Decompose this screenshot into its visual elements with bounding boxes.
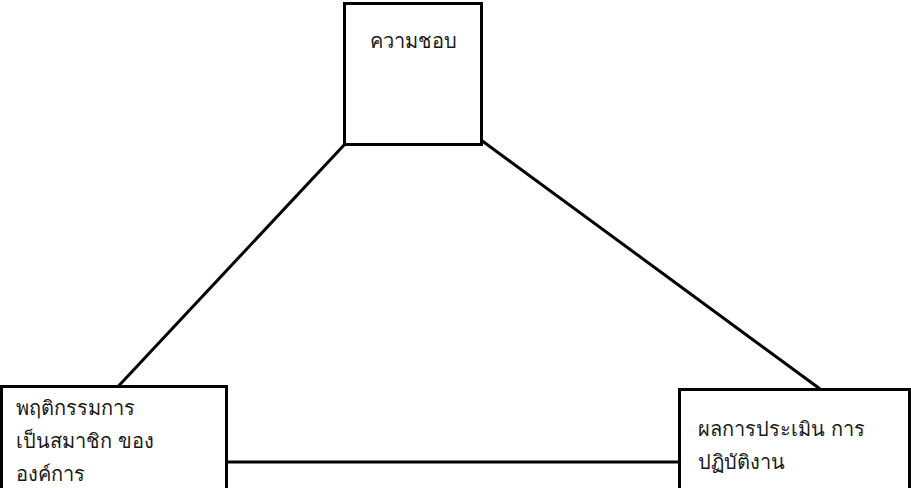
concept-box: ผลการประเมิน การปฏิบัติงาน	[678, 388, 911, 488]
box-label: ผลการประเมิน การปฏิบัติงาน	[698, 413, 876, 479]
box-label: ความชอบ	[356, 25, 470, 58]
box-label: พฤติกรรมการ เป็นสมาชิก ขององค์การ	[16, 392, 166, 488]
connector-line	[481, 140, 820, 389]
concept-box: พฤติกรรมการ เป็นสมาชิก ขององค์การ	[0, 385, 228, 488]
connector-line	[227, 461, 679, 464]
concept-box: ความชอบ	[343, 2, 483, 146]
connector-line	[119, 144, 345, 386]
